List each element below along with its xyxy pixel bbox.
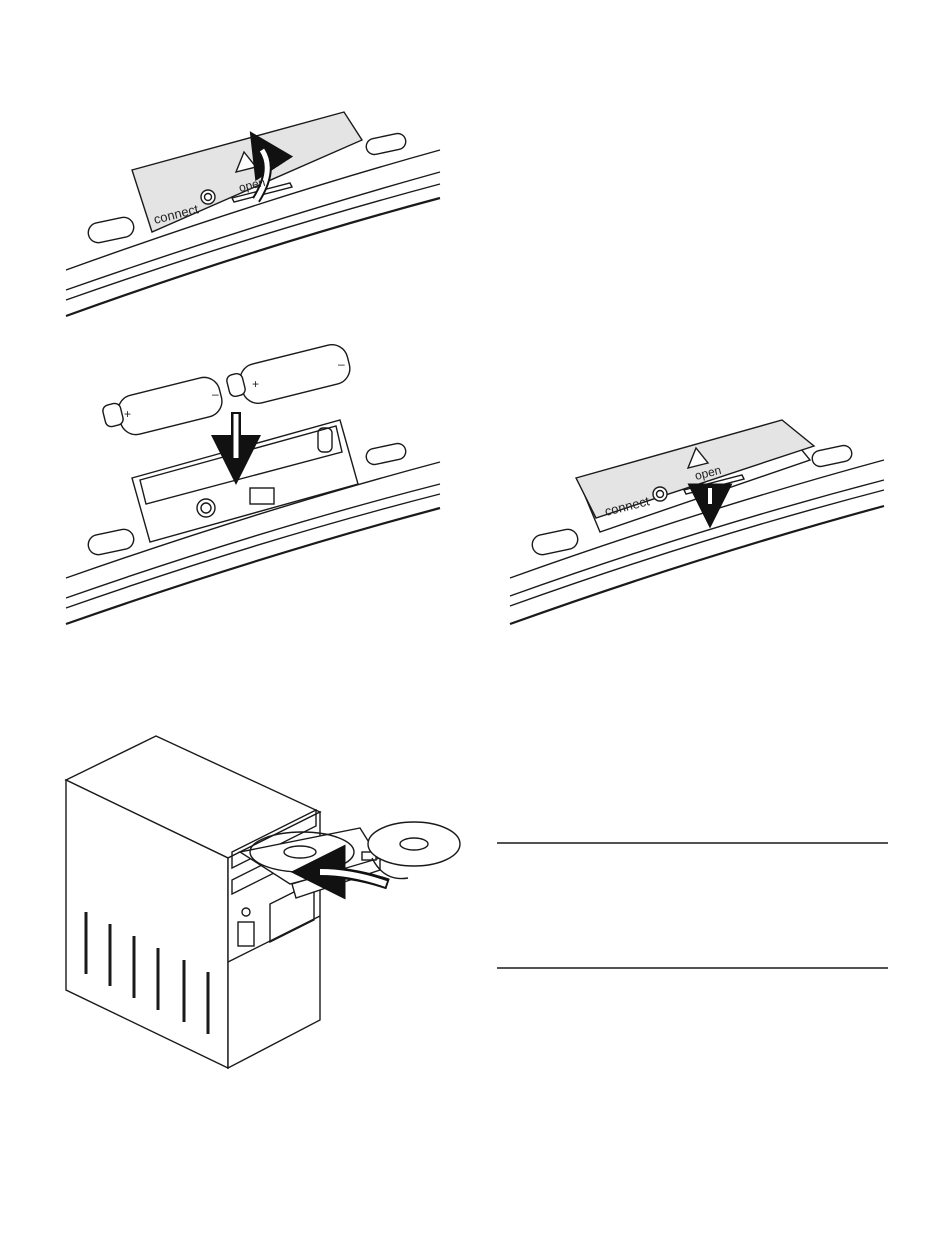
connect-button (653, 487, 667, 501)
step-open-cover: connect open (66, 112, 440, 316)
connect-button (201, 190, 215, 204)
battery-minus: – (212, 387, 219, 401)
cd-disc-icon (368, 822, 460, 879)
step-insert-batteries: + – + – (66, 341, 440, 624)
battery-compartment (132, 420, 358, 542)
battery-right: + – (226, 341, 354, 406)
step-close-cover: connect open (510, 420, 884, 624)
keyboard-edge (66, 442, 440, 624)
battery-minus: – (338, 357, 345, 371)
step-insert-cd (66, 736, 460, 1068)
battery-left: + – (102, 374, 226, 438)
computer-tower (66, 736, 320, 1068)
battery-plus: + (252, 377, 259, 391)
battery-plus: + (124, 407, 131, 421)
